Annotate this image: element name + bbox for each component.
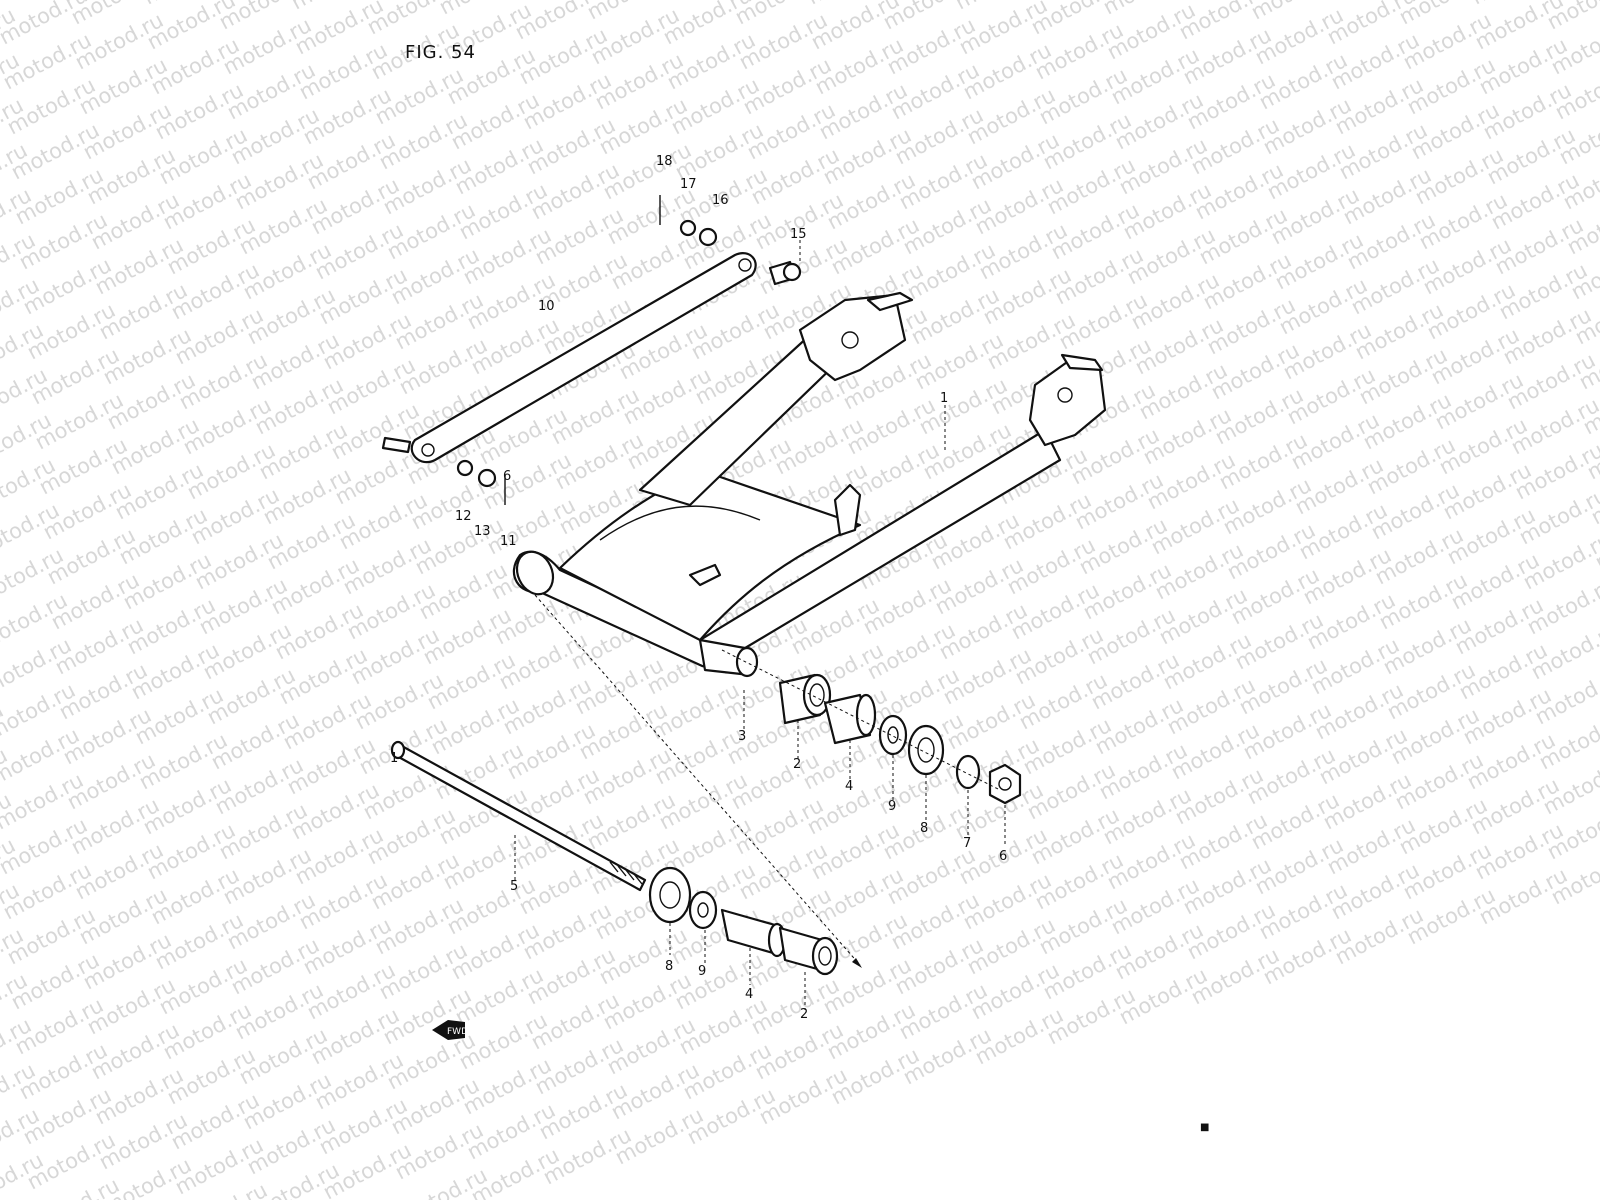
swingarm <box>512 291 1107 678</box>
assembly-axis-lines <box>534 594 1001 968</box>
callout-number: 7 <box>963 836 971 851</box>
callout-number: 12 <box>455 509 472 524</box>
callout-number: 2 <box>793 757 801 772</box>
callout-number: 5 <box>510 879 518 894</box>
callout-number: 1 <box>940 391 948 406</box>
torque-link <box>381 195 802 505</box>
fwd-label: FWD <box>447 1027 468 1037</box>
callout-number: 9 <box>698 964 706 979</box>
callout-number: 11 <box>500 534 517 549</box>
callout-number: 15 <box>790 227 807 242</box>
callout-leaders <box>514 240 1006 1010</box>
callout-number: 4 <box>845 779 853 794</box>
callout-number: 1 <box>390 751 398 766</box>
corner-mark: ■ <box>1200 1122 1209 1133</box>
figure-title: FIG. 54 <box>405 42 476 63</box>
callout-number: 4 <box>745 987 753 1002</box>
forward-direction-arrow: FWD <box>432 1020 468 1040</box>
callout-number: 16 <box>712 193 729 208</box>
right-pivot-hardware <box>778 673 1022 805</box>
callout-number: 6 <box>999 849 1007 864</box>
callout-number: 8 <box>665 959 673 974</box>
callout-number: 2 <box>800 1007 808 1022</box>
callout-number: 13 <box>474 524 491 539</box>
callout-number: 6 <box>503 469 511 484</box>
callout-number: 17 <box>680 177 697 192</box>
callout-number: 10 <box>538 299 555 314</box>
callout-number: 8 <box>920 821 928 836</box>
callout-number: 3 <box>738 729 746 744</box>
left-pivot-hardware <box>648 866 839 976</box>
callout-number: 9 <box>888 799 896 814</box>
callout-number: 18 <box>656 154 673 169</box>
pivot-bolt <box>390 740 647 892</box>
